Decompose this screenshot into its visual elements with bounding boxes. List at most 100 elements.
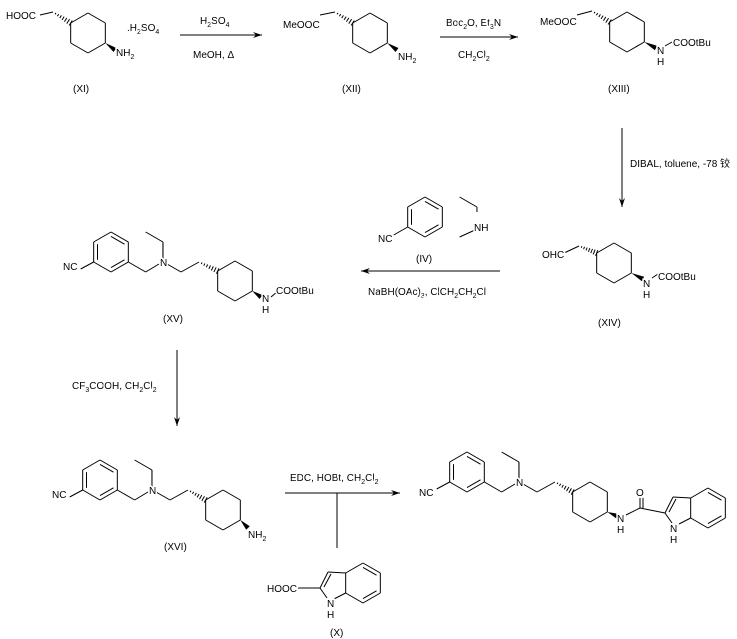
- step3-conditions: DIBAL, toluene, -78 铰: [630, 157, 730, 170]
- reagent-below: CH2Cl2: [458, 50, 490, 63]
- compound-XIV: OHC N H COOtBu (XIV): [541, 249, 698, 331]
- amine-group: NH2: [398, 52, 416, 65]
- double-bond: [99, 463, 114, 473]
- bond-layer: [39, 10, 726, 604]
- arrow-head: [391, 490, 400, 496]
- indole-h: H: [327, 610, 334, 621]
- bond: [205, 489, 224, 501]
- bond: [572, 481, 591, 493]
- hashed-bond: [607, 19, 612, 25]
- bond: [369, 42, 388, 54]
- hashed-bond: [595, 250, 599, 256]
- hashed-bond: [189, 490, 192, 493]
- bond: [82, 489, 101, 501]
- indole-h: H: [670, 535, 677, 546]
- bond: [155, 491, 171, 501]
- carbonyl-o: O: [636, 488, 644, 499]
- acid-group: HOOC: [6, 11, 36, 22]
- nh-h: H: [643, 290, 650, 301]
- reagent-below: MeOH, Δ: [193, 50, 234, 61]
- indole-n: N: [670, 524, 677, 535]
- arrow-head: [619, 198, 625, 207]
- bond: [166, 263, 182, 273]
- amide-h: H: [617, 525, 624, 536]
- bond: [707, 487, 726, 499]
- bond: [466, 481, 485, 493]
- bond: [345, 592, 364, 604]
- step5-conditions: CF3COOH, CH2Cl2: [72, 381, 157, 394]
- bond: [87, 12, 106, 24]
- compound-XIII: MeOOC N H COOtBu (XIII): [539, 16, 713, 97]
- nh-h: H: [657, 57, 664, 68]
- hashed-bond: [66, 18, 70, 24]
- compound-label: (XVI): [164, 542, 187, 553]
- compound-XV: NC N N H COOtBu (XV): [62, 257, 316, 327]
- bond: [576, 10, 593, 16]
- hashed-bond: [203, 497, 208, 503]
- nitrile-group: NC: [63, 262, 77, 273]
- double-bond: [466, 479, 481, 489]
- bond: [572, 511, 591, 523]
- bond: [664, 41, 673, 47]
- bond: [407, 196, 426, 208]
- hashed-bond: [338, 13, 342, 17]
- bond: [369, 12, 388, 24]
- bond: [134, 459, 153, 471]
- hashed-bond: [205, 264, 209, 268]
- hashed-bond: [208, 265, 211, 270]
- compound-XII: MeOOC NH2 (XII): [282, 19, 418, 97]
- bond: [222, 489, 241, 501]
- bond: [270, 291, 278, 298]
- bond: [145, 263, 160, 273]
- indole-n: N: [327, 599, 334, 610]
- hashed-bond: [593, 11, 596, 14]
- amide-n: N: [617, 514, 624, 525]
- step4-conditions: NaBH(OAc)3, ClCH2CH2Cl: [368, 287, 486, 300]
- bond: [690, 487, 709, 499]
- wedge-bond: [105, 43, 117, 53]
- hashed-bond: [210, 266, 214, 271]
- compound-label: (XII): [342, 84, 361, 95]
- bond: [39, 11, 54, 16]
- hashed-bond: [350, 20, 355, 26]
- bond: [707, 517, 726, 529]
- bond: [449, 481, 468, 493]
- salt-label: .H2SO4: [127, 23, 159, 36]
- hashed-bond: [598, 14, 601, 18]
- bond: [128, 261, 146, 273]
- double-bond: [99, 487, 114, 497]
- reagent-above: Boc2O, Et3N: [446, 18, 501, 31]
- bond: [323, 573, 332, 588]
- hashed-bond: [63, 17, 68, 23]
- bond: [678, 517, 691, 525]
- bond: [561, 245, 580, 255]
- bond: [234, 290, 253, 302]
- amine-group: NH2: [248, 530, 266, 543]
- hashed-bond: [213, 267, 217, 273]
- compound-label: (XIII): [608, 84, 630, 95]
- bond: [93, 261, 112, 273]
- nh-n: N: [643, 279, 650, 290]
- hashed-bond: [590, 248, 593, 254]
- double-bond: [362, 566, 377, 576]
- hashed-bond: [200, 262, 203, 265]
- double-bond: [110, 235, 125, 245]
- bond: [319, 11, 336, 16]
- bond: [613, 272, 632, 284]
- hashed-bond: [605, 17, 609, 23]
- bond: [99, 459, 118, 471]
- wedge-bond: [631, 273, 645, 282]
- bond: [222, 519, 241, 531]
- bond: [362, 592, 381, 604]
- hashed-bond: [68, 20, 73, 26]
- arrow-head: [361, 268, 370, 274]
- bond: [668, 498, 677, 513]
- reagent-above: H2SO4: [200, 16, 230, 29]
- bond: [522, 483, 538, 493]
- double-bond: [466, 455, 481, 465]
- bond: [609, 11, 628, 23]
- ring-nitrogen: N: [160, 258, 167, 269]
- bond: [466, 451, 485, 463]
- bond: [82, 459, 101, 471]
